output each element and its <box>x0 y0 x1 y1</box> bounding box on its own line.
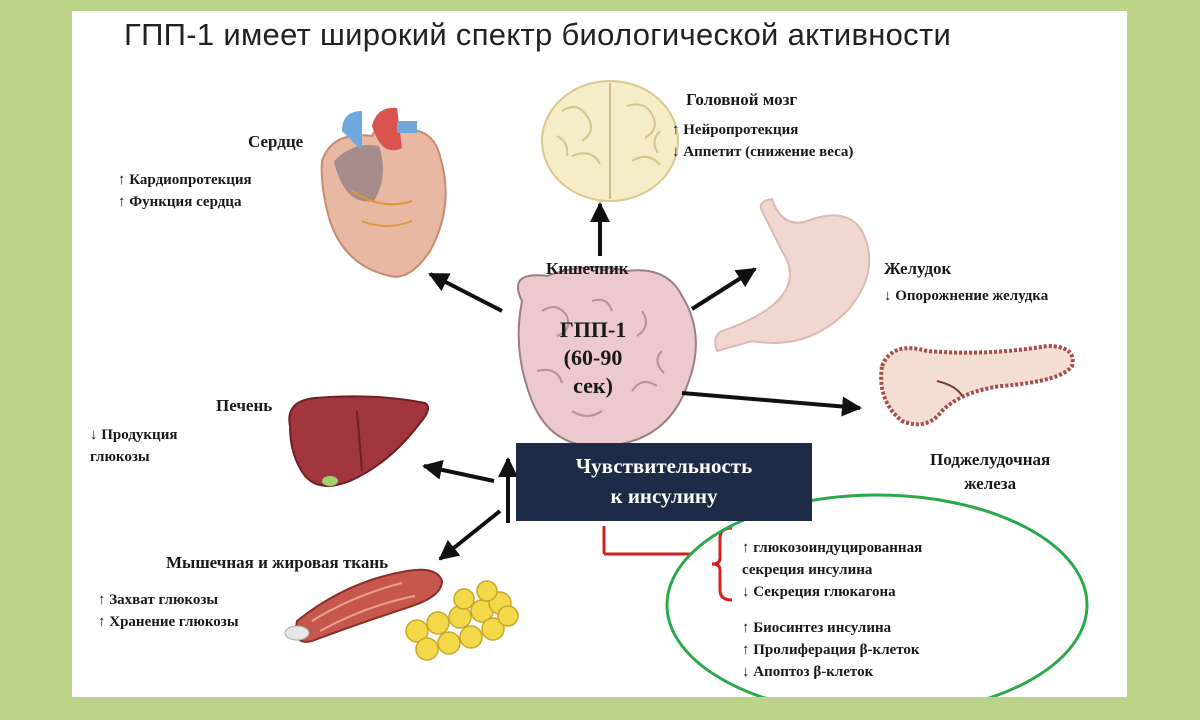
glp1-line: ГПП-1 <box>559 317 627 342</box>
heart-effect: ↑ Функция сердца <box>118 194 242 210</box>
inhibition-bracket <box>602 526 733 602</box>
intestine-illustration <box>516 266 697 448</box>
arrow-to-liver <box>422 459 495 483</box>
pancreas-label-line: железа <box>964 474 1017 493</box>
pancreas-effect: ↓ Апоптоз β-клеток <box>742 664 874 680</box>
glp1-line: сек) <box>573 373 613 398</box>
heart-effects: ↑ Кардиопротекция ↑ Функция сердца <box>118 169 252 213</box>
arrow-to-heart <box>428 272 503 313</box>
heart-illustration <box>320 107 447 278</box>
muscle-effects: ↑ Захват глюкозы ↑ Хранение глюкозы <box>98 589 239 633</box>
pancreas-effect: ↑ Биосинтез инсулина <box>742 620 892 636</box>
liver-effect: ↓ Продукция <box>90 427 178 443</box>
diagram-title: ГПП-1 имеет широкий спектр биологической… <box>124 17 952 52</box>
glp1-line: (60-90 <box>563 345 623 370</box>
pancreas-effect: ↑ Пролиферация β-клеток <box>742 642 920 658</box>
diagram-canvas: ГПП-1 имеет широкий спектр биологической… <box>72 11 1127 697</box>
brain-effect: ↓ Аппетит (снижение веса) <box>672 144 854 160</box>
pancreas-illustration <box>879 343 1075 427</box>
muscle-fat-illustration <box>284 568 519 661</box>
arrow-to-stomach <box>690 267 757 311</box>
pancreas-effect: ↑ глюкозоиндуцированная <box>742 540 923 556</box>
brain-illustration <box>541 80 679 202</box>
liver-effect: глюкозы <box>90 449 150 465</box>
sensitivity-line: Чувствительность <box>575 454 753 478</box>
insulin-sensitivity-box: Чувствительность к инсулину <box>516 443 812 521</box>
brain-label: Головной мозг <box>686 90 798 109</box>
pancreas-effect: ↓ Секреция глюкагона <box>742 584 896 600</box>
other-pancreas-effects: ↑ Биосинтез инсулина ↑ Пролиферация β-кл… <box>742 617 920 683</box>
diagram-graphics <box>284 80 1089 697</box>
brain-effect: ↑ Нейропротекция <box>672 122 799 138</box>
liver-effects: ↓ Продукция глюкозы <box>90 424 177 468</box>
stomach-label: Желудок <box>884 259 952 278</box>
sensitivity-line: к инсулину <box>610 484 718 508</box>
liver-illustration <box>288 395 430 487</box>
glp1-halflife: ГПП-1 (60-90 сек) <box>538 316 648 400</box>
pancreas-effects-ellipse <box>665 493 1089 697</box>
liver-label: Печень <box>216 396 273 415</box>
bracketed-effects: ↑ глюкозоиндуцированная секреция инсулин… <box>742 537 922 603</box>
muscle-effect: ↑ Захват глюкозы <box>98 592 219 608</box>
heart-effect: ↑ Кардиопротекция <box>118 172 252 188</box>
pancreas-label-line: Поджелудочная <box>930 450 1051 469</box>
stomach-illustration <box>714 197 871 353</box>
brain-effects: ↑ Нейропротекция ↓ Аппетит (снижение вес… <box>672 119 853 163</box>
arrow-to-muscle <box>438 509 502 561</box>
stomach-effect: ↓ Опорожнение желудка <box>884 288 1049 304</box>
heart-label: Сердце <box>248 132 304 151</box>
gut-label: Кишечник <box>546 259 629 278</box>
arrow-to-pancreas <box>681 391 862 417</box>
pancreas-label: Поджелудочная железа <box>930 448 1050 496</box>
pancreas-effect: секреция инсулина <box>742 562 873 578</box>
muscle-label: Мышечная и жировая ткань <box>166 553 389 572</box>
arrows <box>422 202 862 561</box>
muscle-effect: ↑ Хранение глюкозы <box>98 614 239 630</box>
